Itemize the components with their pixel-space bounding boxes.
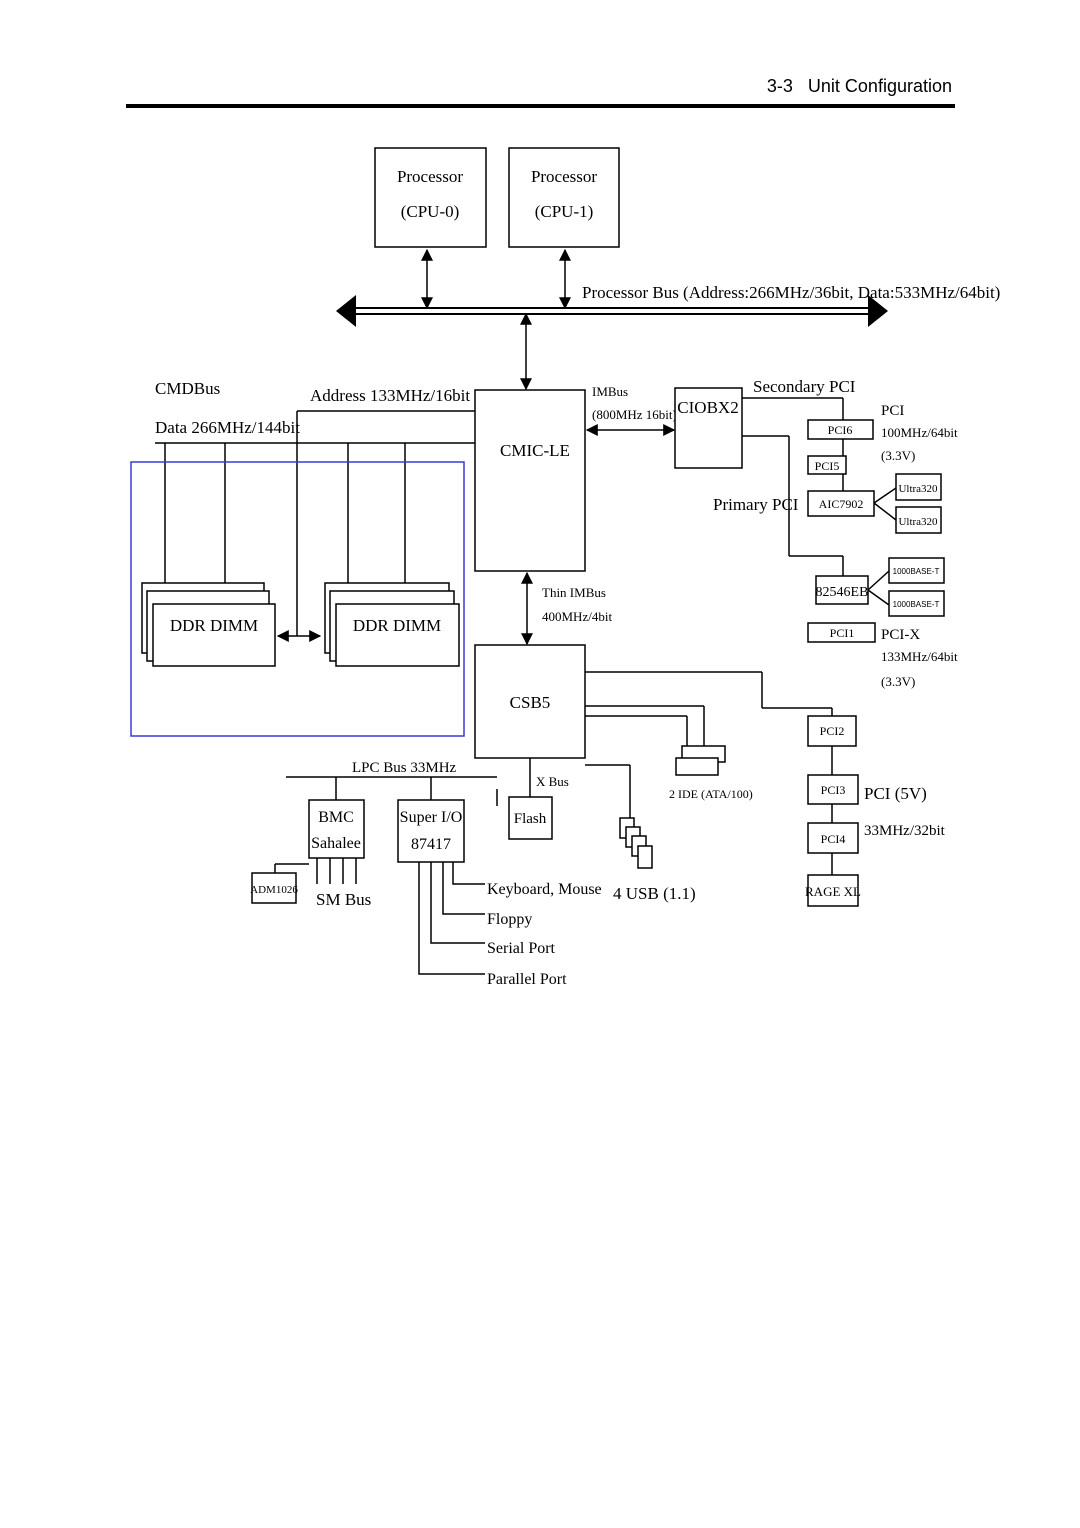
processor-bus xyxy=(336,295,888,327)
pci6-label: PCI6 xyxy=(828,423,853,437)
pci2-slot: PCI2 xyxy=(807,715,857,747)
pcix-speed-label: 133MHz/64bit xyxy=(881,649,958,664)
lpc-bus-label: LPC Bus 33MHz xyxy=(352,760,457,776)
ultra320-a: Ultra320 xyxy=(895,473,942,501)
bmc-block: BMC Sahalee xyxy=(308,799,365,859)
pci-33-label: 33MHz/32bit xyxy=(864,823,946,839)
pci2-label: PCI2 xyxy=(820,724,845,738)
pci-label: PCI xyxy=(881,403,904,419)
pci3-label: PCI3 xyxy=(821,783,846,797)
primary-pci-label: Primary PCI xyxy=(713,495,799,514)
pci1-slot: PCI1 xyxy=(807,622,876,643)
pci5-slot: PCI5 xyxy=(807,455,847,475)
csb5-block: CSB5 xyxy=(474,644,586,759)
pci-5v-label: PCI (5V) xyxy=(864,784,927,803)
superio-label: Super I/O xyxy=(400,809,463,826)
imbus-label: IMBus xyxy=(592,384,628,399)
thin-imbus-speed-label: 400MHz/4bit xyxy=(542,609,612,624)
nic-82546eb-block: 82546EB xyxy=(815,575,869,605)
gbe-port-b: 1000BASE-T xyxy=(888,590,945,617)
flash-block: Flash xyxy=(508,796,553,840)
bmc-chip-label: Sahalee xyxy=(311,835,361,852)
cpu0-label: Processor xyxy=(397,167,463,186)
pcix-label: PCI-X xyxy=(881,627,920,643)
rage-label: RAGE XL xyxy=(805,884,861,899)
cmic-label: CMIC-LE xyxy=(500,441,570,460)
section-title: Unit Configuration xyxy=(807,76,952,96)
parallel-label: Parallel Port xyxy=(487,971,567,988)
cpu0-block: Processor (CPU-0) xyxy=(374,147,487,248)
gbe-a-label: 1000BASE-T xyxy=(893,567,940,576)
adm-label: ADM1026 xyxy=(250,884,298,896)
ddr-dimm-left: DDR DIMM xyxy=(141,582,276,667)
usb-connectors xyxy=(619,817,653,869)
ddr-right-label: DDR DIMM xyxy=(353,616,441,635)
secondary-pci-label: Secondary PCI xyxy=(753,377,856,396)
address-bus-label: Address 133MHz/16bit xyxy=(310,386,470,405)
cpu1-block: Processor (CPU-1) xyxy=(508,147,620,248)
ciobx2-label: CIOBX2 xyxy=(677,398,738,417)
smbus-label: SM Bus xyxy=(316,890,371,909)
ultra320-a-label: Ultra320 xyxy=(898,483,938,495)
xbus-label: X Bus xyxy=(536,774,569,789)
ciobx2-block: CIOBX2 xyxy=(674,387,743,469)
cpu1-label: Processor xyxy=(531,167,597,186)
ide-label: 2 IDE (ATA/100) xyxy=(669,787,753,801)
aic7902-block: AIC7902 xyxy=(807,490,875,517)
pci6-slot: PCI6 xyxy=(807,419,874,440)
ide-connectors xyxy=(675,745,726,776)
pci4-slot: PCI4 xyxy=(807,822,859,854)
nic-label: 82546EB xyxy=(816,585,869,600)
pci4-label: PCI4 xyxy=(821,832,846,846)
cpu0-id: (CPU-0) xyxy=(401,202,460,221)
pci-speed-label: 100MHz/64bit xyxy=(881,425,958,440)
header-rule xyxy=(126,104,955,108)
ddr-left-label: DDR DIMM xyxy=(170,616,258,635)
processor-bus-label: Processor Bus (Address:266MHz/36bit, Dat… xyxy=(582,283,1000,302)
ultra320-b-label: Ultra320 xyxy=(898,516,938,528)
pci3-slot: PCI3 xyxy=(807,774,859,805)
data-bus-label: Data 266MHz/144bit xyxy=(155,418,300,437)
pci-voltage-label: (3.3V) xyxy=(881,448,915,463)
serial-label: Serial Port xyxy=(487,940,556,957)
pci5-label: PCI5 xyxy=(815,459,840,473)
cmdbus-label: CMDBus xyxy=(155,379,220,398)
ddr-dimm-right: DDR DIMM xyxy=(324,582,460,667)
aic-label: AIC7902 xyxy=(819,497,864,511)
flash-label: Flash xyxy=(514,811,547,827)
superio-block: Super I/O 87417 xyxy=(397,799,465,863)
usb-label: 4 USB (1.1) xyxy=(613,884,696,903)
floppy-label: Floppy xyxy=(487,911,532,928)
keyboard-label: Keyboard, Mouse xyxy=(487,881,602,898)
cmic-block: CMIC-LE xyxy=(474,389,586,572)
gbe-b-label: 1000BASE-T xyxy=(893,600,940,609)
cpu1-id: (CPU-1) xyxy=(535,202,594,221)
section-number: 3-3 xyxy=(766,76,793,96)
ultra320-b: Ultra320 xyxy=(895,506,942,534)
imbus-speed-label: (800MHz 16bit) xyxy=(592,407,677,422)
adm1026-block: ADM1026 xyxy=(250,872,298,904)
thin-imbus-label: Thin IMBus xyxy=(542,585,606,600)
rage-xl-block: RAGE XL xyxy=(805,874,861,907)
bmc-label: BMC xyxy=(318,809,354,826)
memory-frame xyxy=(130,461,465,737)
page-header: 3-3 Unit Configuration xyxy=(767,76,952,97)
gbe-port-a: 1000BASE-T xyxy=(888,557,945,584)
superio-chip-label: 87417 xyxy=(411,836,451,853)
pcix-voltage-label: (3.3V) xyxy=(881,674,915,689)
csb5-label: CSB5 xyxy=(510,693,551,712)
pci1-label: PCI1 xyxy=(830,626,855,640)
